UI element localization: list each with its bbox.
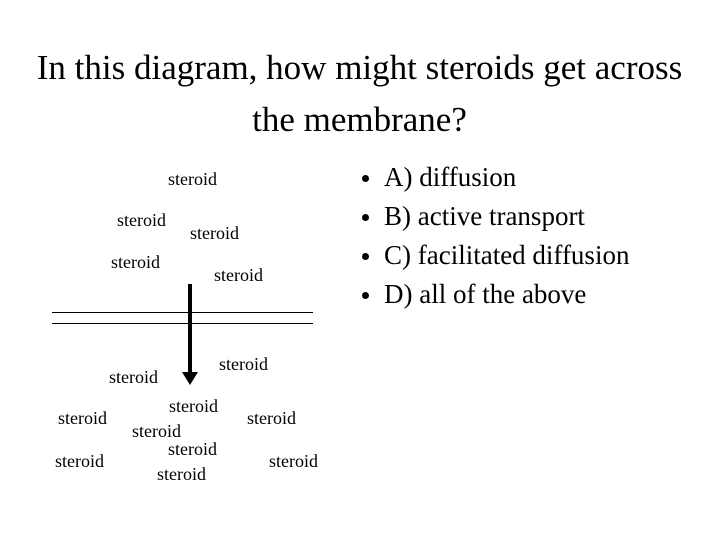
- answer-option-d-label: D) all of the above: [384, 279, 587, 309]
- steroid-label-below: steroid: [58, 408, 107, 428]
- membrane-inner-line: [52, 323, 313, 324]
- steroid-label-below: steroid: [269, 451, 318, 471]
- membrane-outer-line: [52, 312, 313, 313]
- answer-options: A) diffusion B) active transport C) faci…: [356, 158, 708, 314]
- page-title: In this diagram, how might steroids get …: [36, 48, 683, 139]
- steroid-label-below: steroid: [109, 367, 158, 387]
- steroid-label-below: steroid: [157, 464, 206, 484]
- answer-option-c[interactable]: C) facilitated diffusion: [356, 236, 708, 275]
- steroid-label-below: steroid: [55, 451, 104, 471]
- answer-option-d[interactable]: D) all of the above: [356, 275, 708, 314]
- bullet-icon: [362, 175, 369, 182]
- steroid-label-below: steroid: [219, 354, 268, 374]
- answer-option-a[interactable]: A) diffusion: [356, 158, 708, 197]
- steroid-label-below: steroid: [132, 421, 181, 441]
- answer-option-b-label: B) active transport: [384, 201, 585, 231]
- steroid-label-above: steroid: [168, 169, 217, 189]
- bullet-icon: [362, 214, 369, 221]
- steroid-label-above: steroid: [117, 210, 166, 230]
- answer-option-b[interactable]: B) active transport: [356, 197, 708, 236]
- steroid-label-above: steroid: [111, 252, 160, 272]
- steroid-label-below: steroid: [169, 396, 218, 416]
- steroid-label-below: steroid: [168, 439, 217, 459]
- crossing-arrow-head-icon: [182, 372, 198, 385]
- bullet-icon: [362, 292, 369, 299]
- answer-option-c-label: C) facilitated diffusion: [384, 240, 630, 270]
- steroid-label-above: steroid: [214, 265, 263, 285]
- steroid-label-below: steroid: [247, 408, 296, 428]
- crossing-arrow-shaft: [188, 284, 192, 374]
- answer-option-a-label: A) diffusion: [384, 162, 517, 192]
- bullet-icon: [362, 253, 369, 260]
- steroid-label-above: steroid: [190, 223, 239, 243]
